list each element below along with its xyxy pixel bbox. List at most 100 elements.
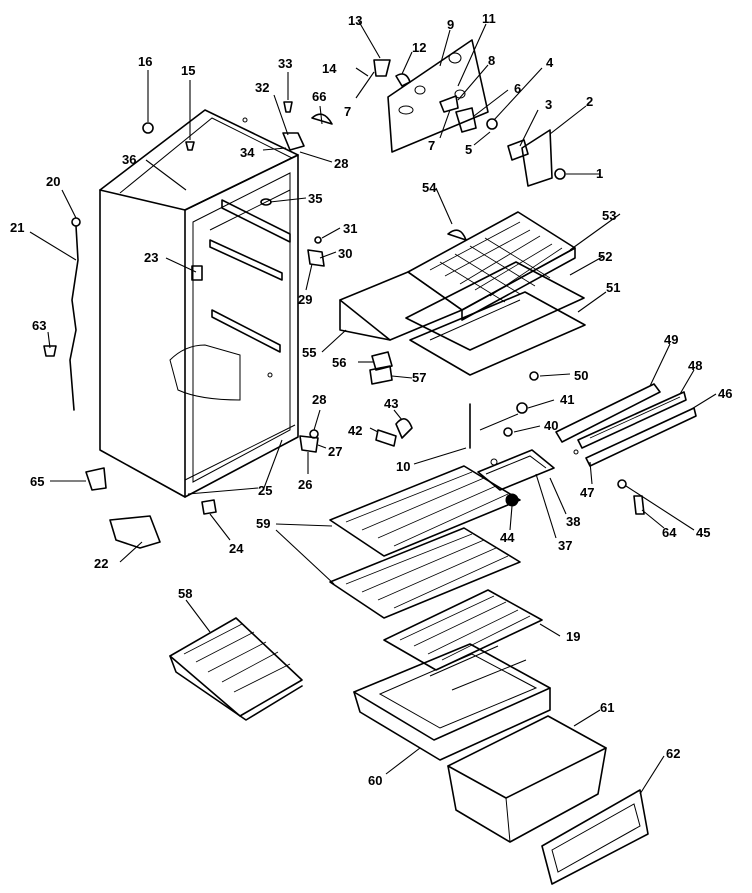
part-56 — [371, 351, 393, 371]
part-65-hinge — [85, 467, 107, 491]
part-4-knob — [486, 118, 498, 130]
cabinet-leaders — [29, 70, 341, 563]
part-20-cap — [71, 217, 81, 227]
callout-19: 19 — [566, 629, 580, 644]
part-41-nut — [516, 402, 528, 414]
part-1-bulb — [554, 168, 566, 180]
part-24-bracket — [201, 499, 217, 515]
callout-50: 50 — [574, 368, 588, 383]
part-42-cam — [375, 429, 397, 447]
callout-46: 46 — [718, 386, 732, 401]
part-8-thermostat — [439, 95, 459, 113]
part-50-screw — [529, 371, 539, 381]
callout-6: 6 — [514, 81, 521, 96]
part-37-housing — [477, 449, 555, 491]
callout-43: 43 — [384, 396, 398, 411]
callout-47: 47 — [580, 485, 594, 500]
callout-53: 53 — [602, 208, 616, 223]
callout-63: 63 — [32, 318, 46, 333]
callout-65: 65 — [30, 474, 44, 489]
callout-4: 4 — [546, 55, 554, 70]
callout-64: 64 — [662, 525, 677, 540]
part-63-screw — [43, 345, 57, 357]
part-43-knob — [395, 418, 413, 439]
callout-28-top: 28 — [334, 156, 348, 171]
callout-36: 36 — [122, 152, 136, 167]
part-57 — [369, 365, 393, 385]
callout-23: 23 — [144, 250, 158, 265]
callout-14: 14 — [322, 61, 337, 76]
callout-48: 48 — [688, 358, 702, 373]
callout-62: 62 — [666, 746, 680, 761]
callout-27: 27 — [328, 444, 342, 459]
part-32-bracket — [282, 132, 305, 151]
callout-9: 9 — [447, 17, 454, 32]
freezer-shelf-assembly — [321, 187, 621, 376]
part-35-fastener — [260, 198, 272, 206]
callout-37: 37 — [558, 538, 572, 553]
crisper-pan-front — [541, 755, 665, 885]
callout-33: 33 — [278, 56, 292, 71]
callout-16: 16 — [138, 54, 152, 69]
callout-56: 56 — [332, 355, 346, 370]
callout-24: 24 — [229, 541, 244, 556]
callout-61: 61 — [600, 700, 614, 715]
crisper-frame — [353, 643, 551, 775]
callout-38: 38 — [566, 514, 580, 529]
part-40-clip — [503, 427, 513, 437]
callout-44: 44 — [500, 530, 515, 545]
control-panel-assembly — [355, 19, 600, 187]
part-30-hinge — [307, 249, 325, 267]
callout-13: 13 — [348, 13, 362, 28]
callout-60: 60 — [368, 773, 382, 788]
part-54-cap — [447, 229, 467, 241]
freezer-basket — [169, 599, 303, 721]
callout-31: 31 — [343, 221, 357, 236]
callout-55: 55 — [302, 345, 316, 360]
part-66-light — [311, 113, 333, 125]
callout-26: 26 — [298, 477, 312, 492]
callout-40: 40 — [544, 418, 558, 433]
callout-25: 25 — [258, 483, 272, 498]
callout-49: 49 — [664, 332, 678, 347]
callout-51: 51 — [606, 280, 620, 295]
callout-58: 58 — [178, 586, 192, 601]
part-6-control — [455, 107, 477, 133]
callout-30: 30 — [338, 246, 352, 261]
part-27-hinge — [299, 435, 319, 453]
callout-21: 21 — [10, 220, 24, 235]
callout-42: 42 — [348, 423, 362, 438]
callout-41: 41 — [560, 392, 574, 407]
part-16-plug — [142, 122, 154, 134]
callout-7-left: 7 — [344, 104, 351, 119]
callout-15: 15 — [181, 63, 195, 78]
crisper-pan — [447, 709, 607, 843]
callout-29: 29 — [298, 292, 312, 307]
callout-numbers: 1 2 3 4 5 6 7 7 8 9 10 11 12 13 14 15 16… — [10, 11, 732, 788]
callout-59: 59 — [256, 516, 270, 531]
part-64-screw — [633, 495, 645, 515]
callout-10: 10 — [396, 459, 410, 474]
callout-2: 2 — [586, 94, 593, 109]
callout-28-bottom: 28 — [312, 392, 326, 407]
damper-parts — [358, 351, 413, 385]
part-45-screw — [617, 479, 627, 489]
callout-12: 12 — [412, 40, 426, 55]
callout-32: 32 — [255, 80, 269, 95]
part-15-screw — [185, 141, 195, 151]
wire-shelves — [275, 465, 521, 619]
part-12-switch — [395, 73, 411, 87]
part-2-light-shield — [521, 129, 553, 187]
part-13-clip — [373, 59, 391, 77]
part-33-screw — [283, 101, 293, 113]
part-22-bottom-hinge — [109, 515, 161, 549]
callout-3: 3 — [545, 97, 552, 112]
callout-8: 8 — [488, 53, 495, 68]
shelf-rails — [529, 343, 717, 485]
callout-57: 57 — [412, 370, 426, 385]
callout-34: 34 — [240, 145, 255, 160]
refrigerator-cabinet — [99, 109, 299, 498]
callout-20: 20 — [46, 174, 60, 189]
part-31-washer — [314, 236, 322, 244]
